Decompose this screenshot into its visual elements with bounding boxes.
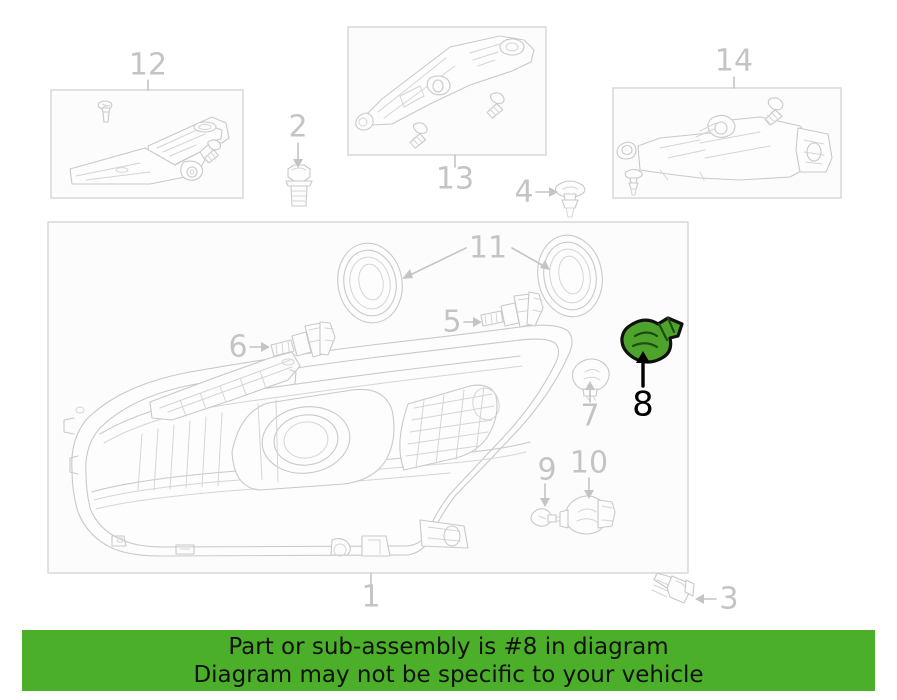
callout-label-4: 4: [514, 175, 533, 210]
callout-leader-3: [695, 594, 717, 604]
bracket-part-12: [69, 116, 230, 185]
callout-leader-11: [402, 247, 550, 279]
small-wedge-bulb-9: [530, 508, 562, 527]
screw-icon: [409, 122, 428, 149]
callout-label-2: 2: [288, 110, 307, 145]
callout-leader-6: [249, 342, 270, 352]
turn-signal-mesh: [399, 384, 500, 471]
notice-banner: Part or sub-assembly is #8 in diagram Di…: [22, 630, 875, 691]
halogen-bulb-upper: [480, 291, 544, 328]
group-box-13: [347, 26, 547, 168]
halogen-bulb-lower: [270, 321, 336, 358]
bulb-socket-10: [559, 495, 616, 535]
projector-lens: [231, 388, 395, 491]
callout-leader-10: [584, 477, 594, 499]
callout-label-5: 5: [442, 305, 461, 340]
bracket-part-13: [355, 35, 535, 131]
group-box-14: [612, 76, 842, 199]
notice-line-1: Part or sub-assembly is #8 in diagram: [228, 633, 669, 660]
dust-cap-left: [337, 242, 403, 324]
screw-icon: [486, 92, 505, 119]
headlight-assembly: [63, 324, 573, 557]
callout-leader-2: [293, 142, 303, 168]
screw-icon: [203, 139, 222, 164]
callout-label-6: 6: [228, 330, 247, 365]
callout-leader-5: [463, 317, 482, 327]
bracket-part-14: [616, 114, 833, 181]
group-box-12: [50, 79, 244, 199]
push-pin-clip-icon: [624, 168, 643, 196]
upper-bracket-arm: [149, 351, 301, 421]
screw-icon: [97, 100, 113, 123]
group-box-main: [47, 221, 689, 585]
push-pin-clip-4: [554, 180, 586, 218]
notice-line-2: Diagram may not be specific to your vehi…: [193, 661, 704, 688]
callout-label-3: 3: [719, 582, 738, 617]
reflector-fins-left: [137, 412, 223, 491]
callout-label-14: 14: [715, 44, 753, 79]
callout-label-9: 9: [537, 453, 556, 488]
callout-label-10: 10: [570, 446, 608, 481]
callout-label-1: 1: [361, 580, 380, 615]
screw-icon: [764, 97, 784, 126]
callout-leader-9: [540, 483, 550, 507]
bulb-socket-highlighted-8: [620, 316, 684, 364]
callout-label-8: 8: [632, 385, 654, 425]
hex-flange-bolt-3: [651, 572, 695, 604]
callout-leader-7: [585, 381, 595, 403]
dust-cap-right: [537, 234, 603, 318]
callout-label-11: 11: [469, 231, 507, 266]
hex-flange-bolt-2: [285, 164, 313, 207]
callout-leader-8: [636, 351, 650, 388]
callout-label-12: 12: [129, 48, 167, 83]
callout-leader-4: [535, 187, 558, 197]
callout-label-7: 7: [580, 399, 599, 434]
callout-label-13: 13: [436, 162, 474, 197]
